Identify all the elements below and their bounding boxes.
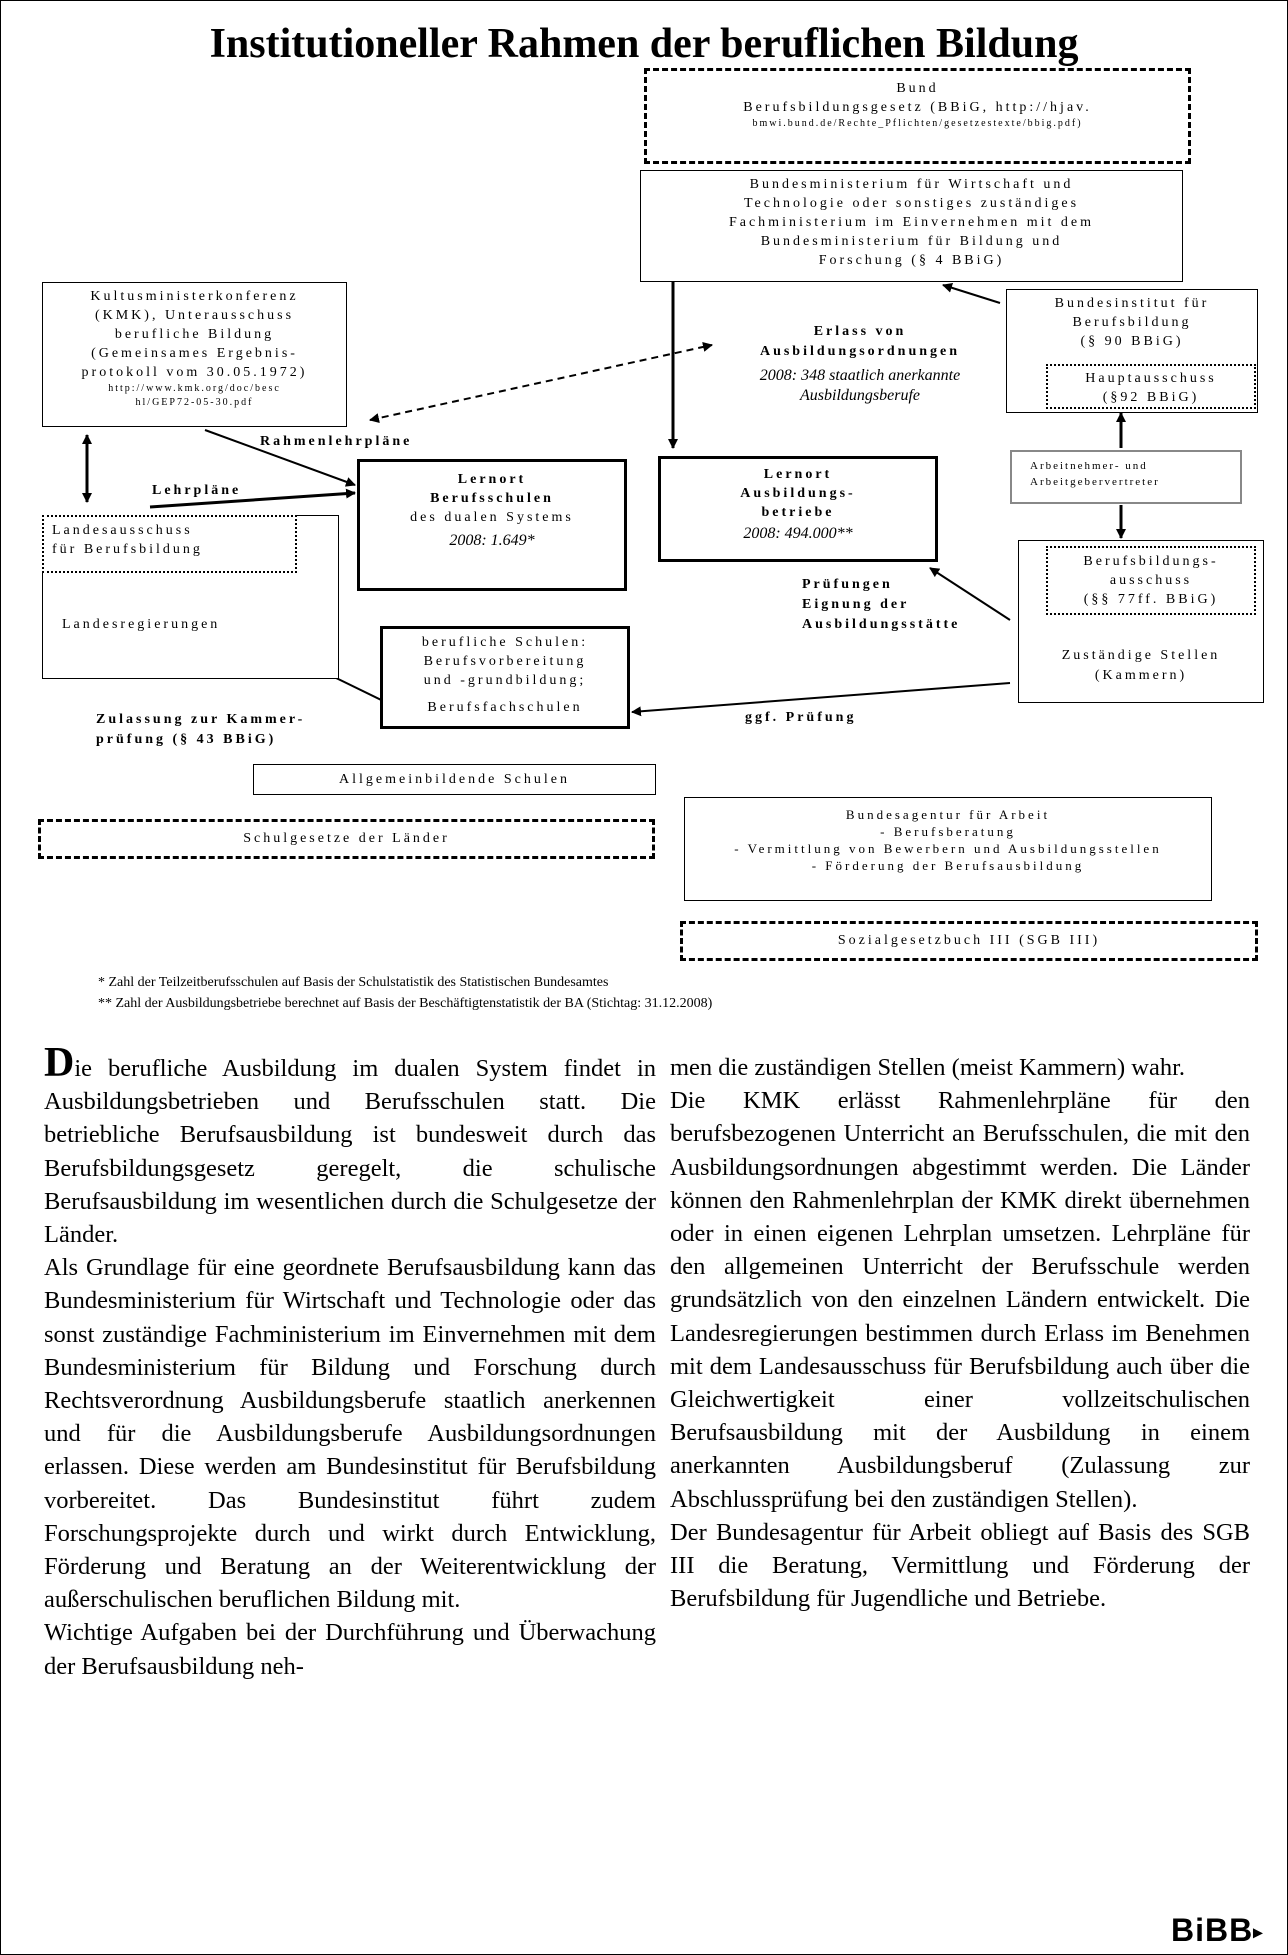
arbeitnehmer-line: Arbeitgebervertreter — [1030, 476, 1160, 488]
kmk-line: berufliche Bildung — [114, 327, 275, 342]
arrow-kmk-berufsschulen — [204, 429, 356, 487]
zustaendige-stellen-line: (Kammern) — [1094, 668, 1188, 683]
erlass-line: Ausbildungsordnungen — [759, 344, 961, 359]
lernort-berufsschulen-note: 2008: 1.649* — [449, 532, 535, 549]
bibb-line: (§ 90 BBiG) — [1080, 334, 1184, 349]
zustaendige-stellen-label: Zuständige Stellen (Kammern) — [1018, 646, 1264, 686]
sgb-box: Sozialgesetzbuch III (SGB III) — [680, 921, 1258, 961]
lernort-betriebe-box: Lernort Ausbildungs- betriebe 2008: 494.… — [658, 456, 938, 562]
body-paragraph: Als Grundlage für eine geordnete Berufsa… — [44, 1254, 656, 1614]
berufliche-schulen-line: berufliche Schulen: — [421, 635, 589, 650]
lernort-betriebe-note: 2008: 494.000** — [743, 525, 853, 542]
kmk-line: Kultusministerkonferenz — [90, 289, 299, 304]
berufsfachschulen-line: Berufsfachschulen — [427, 700, 583, 715]
body-left-column: Die berufliche Ausbildung im dualen Syst… — [44, 1042, 656, 1683]
landesausschuss-line: für Berufsbildung — [52, 542, 203, 557]
kmk-line: (Gemeinsames Ergebnis- — [91, 346, 298, 361]
lernort-betriebe-line: betriebe — [761, 505, 835, 520]
body-paragraph: Der Bundesagentur für Arbeit obliegt auf… — [670, 1518, 1250, 1613]
landesausschuss-box: Landesausschuss für Berufsbildung — [42, 515, 297, 573]
arrow-kmk-erlass — [369, 342, 713, 423]
arrow-stellen-berufsfachschulen — [631, 682, 1011, 717]
bund-box: Bund Berufsbildungsgesetz (BBiG, http://… — [644, 68, 1191, 164]
lernort-berufsschulen-box: Lernort Berufsschulen des dualen Systems… — [357, 459, 627, 591]
body-paragraph: Wichtige Aufgaben bei der Durchführung u… — [44, 1619, 656, 1680]
ministerium-line: Forschung (§ 4 BBiG) — [818, 253, 1005, 268]
erlass-label: Erlass von Ausbildungsordnungen 2008: 34… — [700, 322, 1020, 406]
rahmenlehrplaene-label: Rahmenlehrpläne — [260, 434, 413, 449]
lernort-betriebe-line: Ausbildungs- — [740, 486, 856, 501]
body-text: ie berufliche Ausbildung im dualen Syste… — [44, 1055, 656, 1249]
hauptausschuss-line: Hauptausschuss — [1085, 371, 1217, 386]
ministerium-box: Bundesministerium für Wirtschaft und Tec… — [640, 170, 1183, 282]
kmk-line: http://www.kmk.org/doc/besc — [108, 383, 281, 394]
zulassung-line: Zulassung zur Kammer- — [96, 712, 306, 727]
hauptausschuss-line: (§92 BBiG) — [1102, 390, 1200, 405]
body-right-column: men die zuständigen Stellen (meist Kamme… — [670, 1051, 1250, 1615]
pruefungen-line: Eignung der — [802, 597, 910, 612]
body-paragraph: men die zuständigen Stellen (meist Kamme… — [670, 1054, 1186, 1081]
erlass-note: Ausbildungsberufe — [800, 387, 920, 404]
arbeitnehmer-box: Arbeitnehmer- und Arbeitgebervertreter — [1010, 450, 1242, 504]
bundesagentur-line: - Berufsberatung — [880, 824, 1016, 839]
berufliche-schulen-box: berufliche Schulen: Berufsvorbereitung u… — [380, 626, 630, 729]
bundesagentur-box: Bundesagentur für Arbeit - Berufsberatun… — [684, 797, 1212, 901]
landesausschuss-line: Landesausschuss — [52, 523, 193, 538]
zustaendige-stellen-line: Zuständige Stellen — [1061, 648, 1221, 663]
body-paragraph: Die berufliche Ausbildung im dualen Syst… — [44, 1042, 656, 1251]
kmk-line: hl/GEP72-05-30.pdf — [135, 397, 254, 408]
bibb-logo: BiBB▸ — [1171, 1912, 1264, 1948]
lernort-betriebe-line: Lernort — [763, 467, 833, 482]
berufsbildungsausschuss-line: (§§ 77ff. BBiG) — [1083, 592, 1219, 607]
ggf-pruefung-label: ggf. Prüfung — [745, 710, 857, 725]
bibb-logo-text: BiBB — [1171, 1912, 1254, 1948]
schulgesetze-box: Schulgesetze der Länder — [38, 819, 655, 859]
lehrplaene-label: Lehrpläne — [152, 483, 242, 498]
pruefungen-label: Prüfungen Eignung der Ausbildungsstätte — [802, 575, 960, 635]
bundesagentur-line: - Vermittlung von Bewerbern und Ausbildu… — [734, 841, 1162, 856]
bibb-line: Berufsbildung — [1072, 315, 1192, 330]
lernort-berufsschulen-line: Lernort — [457, 472, 527, 487]
bibb-line: Bundesinstitut für — [1054, 296, 1210, 311]
berufsbildungsausschuss-line: Berufsbildungs- — [1083, 554, 1219, 569]
berufliche-schulen-line: und -grundbildung; — [423, 673, 587, 688]
zulassung-line: prüfung (§ 43 BBiG) — [96, 732, 277, 747]
pruefungen-line: Ausbildungsstätte — [802, 617, 961, 632]
arrow-lehrplaene-berufsschulen — [149, 488, 356, 509]
arrow-pruefungen-betriebe — [929, 567, 1011, 621]
allgemeinbildende-schulen-box: Allgemeinbildende Schulen — [253, 764, 656, 795]
bundesagentur-line: - Förderung der Berufsausbildung — [811, 858, 1085, 873]
bundesagentur-line: Bundesagentur für Arbeit — [845, 807, 1051, 822]
lernort-berufsschulen-line: Berufsschulen — [430, 491, 554, 506]
erlass-note: 2008: 348 staatlich anerkannte — [759, 367, 961, 384]
body-paragraph: Die KMK erlässt Rahmenlehrpläne für den … — [670, 1087, 1250, 1513]
kmk-box: Kultusministerkonferenz (KMK), Unterauss… — [42, 282, 347, 427]
zulassung-label: Zulassung zur Kammer- prüfung (§ 43 BBiG… — [96, 710, 305, 750]
ministerium-line: Fachministerium im Einvernehmen mit dem — [728, 215, 1095, 230]
arbeitnehmer-line: Arbeitnehmer- und — [1030, 460, 1148, 472]
ministerium-line: Technologie oder sonstiges zuständiges — [743, 196, 1080, 211]
erlass-line: Erlass von — [813, 324, 907, 339]
hauptausschuss-box: Hauptausschuss (§92 BBiG) — [1046, 364, 1256, 409]
berufsbildungsausschuss-box: Berufsbildungs- ausschuss (§§ 77ff. BBiG… — [1046, 546, 1256, 615]
page-title: Institutioneller Rahmen der beruflichen … — [209, 21, 1079, 67]
footnote-1: * Zahl der Teilzeitberufsschulen auf Bas… — [98, 975, 609, 990]
berufliche-schulen-line: Berufsvorbereitung — [423, 654, 587, 669]
ministerium-line: Bundesministerium für Bildung und — [760, 234, 1063, 249]
ministerium-line: Bundesministerium für Wirtschaft und — [749, 177, 1074, 192]
kmk-line: protokoll vom 30.05.1972) — [81, 365, 308, 380]
bund-line: bmwi.bund.de/Rechte_Pflichten/gesetzeste… — [752, 118, 1083, 129]
pruefungen-line: Prüfungen — [802, 577, 893, 592]
footnote-2: ** Zahl der Ausbildungsbetriebe berechne… — [98, 996, 713, 1011]
bund-line: Bund — [896, 81, 939, 96]
berufsbildungsausschuss-line: ausschuss — [1109, 573, 1193, 588]
arrow-bibb-ministerium — [942, 282, 1001, 304]
drop-cap: D — [44, 1040, 75, 1086]
lernort-berufsschulen-line: des dualen Systems — [410, 510, 574, 525]
kmk-line: (KMK), Unterausschuss — [94, 308, 295, 323]
landesregierungen-label: Landesregierungen — [62, 617, 221, 632]
bund-line: Berufsbildungsgesetz (BBiG, http://hjav. — [743, 100, 1092, 115]
